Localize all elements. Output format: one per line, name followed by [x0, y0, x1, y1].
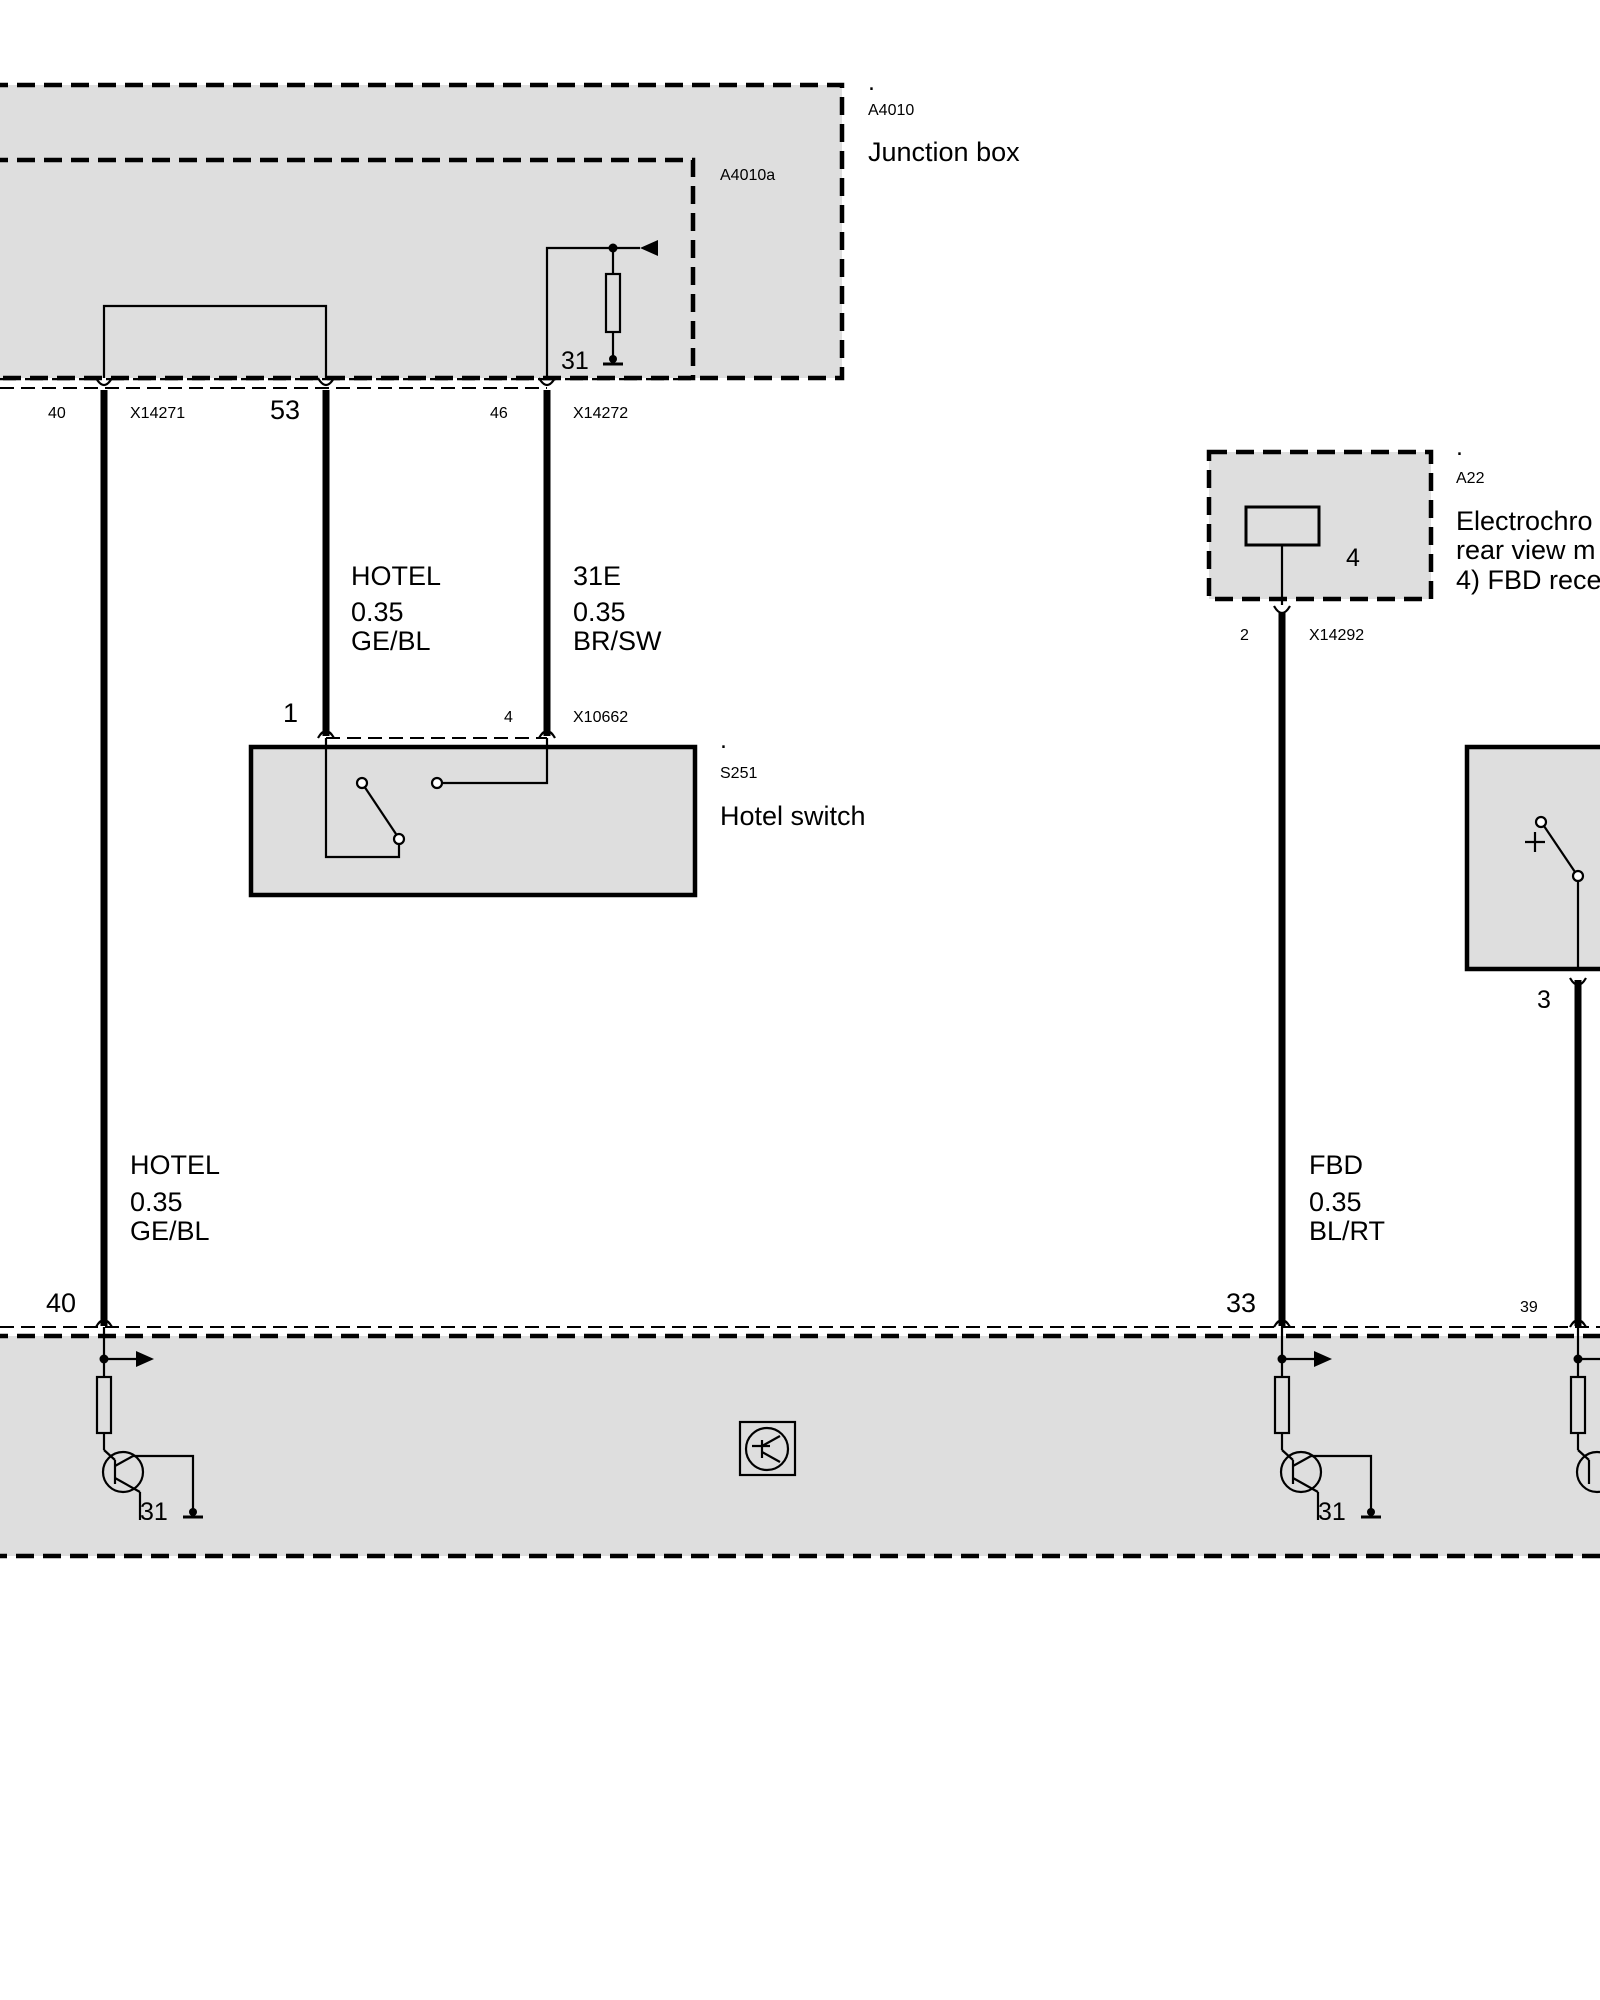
arrow-icon: [136, 1351, 154, 1367]
switch-lever-icon: [363, 785, 397, 835]
connector-pin-label: 4: [504, 709, 513, 726]
right-switch-pin-label: 3: [1537, 986, 1551, 1014]
arrow-icon: [1314, 1351, 1332, 1367]
control-unit-symbol-icon: [738, 1420, 797, 1477]
wire-size: 0.35: [573, 597, 626, 627]
module-symbol-circle: [744, 1426, 790, 1472]
bottom-pin-label: 39: [1520, 1299, 1538, 1316]
wire-signal: HOTEL: [130, 1150, 220, 1180]
pin-cup-icon: [1273, 605, 1291, 615]
switch-contact: [1534, 815, 1548, 829]
rear-view-mirror-a22: 4 . A22 Electrochro rear view m 4) FBD r…: [1206, 433, 1600, 644]
push-button-icon: [1525, 832, 1545, 852]
bottom-module-box: [0, 1333, 1600, 1559]
wire-color: GE/BL: [130, 1216, 210, 1246]
junction-box-a4010: . A4010 Junction box A4010a 31: [0, 68, 1020, 381]
mirror-id: A22: [1456, 470, 1485, 487]
pin-cup-icon: [538, 377, 556, 387]
hotel-switch-id: S251: [720, 765, 757, 782]
mirror-name-line-3: 4) FBD rece: [1456, 565, 1600, 595]
mirror-name-line-1: Electrochro: [1456, 506, 1593, 536]
wire-color: BR/SW: [573, 626, 662, 656]
junction-box-sub-id: A4010a: [720, 167, 775, 184]
connector-pin-label: 1: [283, 698, 298, 728]
junction-box-dot: .: [868, 68, 875, 96]
wire-label-hotel-lower: HOTEL 0.35 GE/BL: [130, 1150, 220, 1246]
pin-cup-icon: [1569, 1318, 1587, 1328]
connector-id-label: X14272: [573, 405, 628, 422]
ground-node: [609, 355, 617, 363]
switch-contact: [355, 776, 369, 790]
connector-pin-label: 40: [48, 405, 66, 422]
ground-node: [189, 1508, 197, 1516]
wire-signal: FBD: [1309, 1150, 1363, 1180]
right-switch-box: [1464, 744, 1600, 972]
transistor-icon: [1279, 1450, 1323, 1494]
junction-box-inner-a4010a: [0, 157, 696, 381]
junction-box-name: Junction box: [868, 137, 1020, 167]
wire-signal: 31E: [573, 561, 621, 591]
hotel-switch-s251: 1 4 X10662 . S251 Hotel switch: [248, 698, 866, 898]
bottom-pin-label: 33: [1226, 1288, 1256, 1318]
mirror-dot: .: [1456, 433, 1463, 461]
input-stage-middle: 31: [1273, 1327, 1381, 1526]
connector-pin-label: 46: [490, 405, 508, 422]
hotel-switch-box: [248, 744, 698, 898]
pin-cup-icon: [317, 729, 335, 739]
wire-size: 0.35: [130, 1187, 183, 1217]
connector-id-label: X10662: [573, 709, 628, 726]
hotel-switch-name: Hotel switch: [720, 801, 866, 831]
ground-node: [1367, 1508, 1375, 1516]
ground-label: 31: [140, 1498, 168, 1526]
pin-cup-icon: [317, 377, 335, 387]
pin-cup-icon: [1569, 977, 1587, 987]
wire-color: BL/RT: [1309, 1216, 1385, 1246]
arrow-icon: [640, 240, 658, 256]
transistor-icon: [1575, 1450, 1600, 1494]
switch-contact: [1571, 869, 1585, 883]
internal-pullup-network: 31: [545, 240, 658, 378]
connector-pin-label: 53: [270, 395, 300, 425]
wire-size: 0.35: [351, 597, 404, 627]
internal-wire: [545, 246, 613, 378]
junction-box-pins: [95, 377, 556, 387]
transistor-leads: [103, 1449, 195, 1512]
switch-contact: [430, 776, 444, 790]
ground-label: 31: [1318, 1498, 1346, 1526]
hotel-switch-dot: .: [720, 726, 727, 754]
wire-label-hotel-upper: HOTEL 0.35 GE/BL: [351, 561, 441, 656]
transistor-leads: [1281, 1449, 1373, 1512]
module-symbol-frame: [738, 1420, 797, 1477]
pin-cup-icon: [95, 377, 113, 387]
switch-internal-wire: [442, 738, 549, 785]
input-stage-right: [1569, 1327, 1600, 1494]
mirror-pin-label: 4: [1346, 544, 1360, 572]
connector-id-label: X14292: [1309, 627, 1364, 644]
wire-size: 0.35: [1309, 1187, 1362, 1217]
ground-label: 31: [561, 347, 589, 375]
switch-contact: [392, 832, 406, 846]
bottom-pin-label: 40: [46, 1288, 76, 1318]
transistor-leads: [1577, 1449, 1591, 1484]
wire-color: GE/BL: [351, 626, 431, 656]
pin-cup-icon: [538, 729, 556, 739]
input-stage-left: 31: [95, 1327, 203, 1526]
wire-label-31e: 31E 0.35 BR/SW: [573, 561, 662, 656]
connector-id-label: X14271: [130, 405, 185, 422]
pin-cup-icon: [95, 1318, 113, 1328]
transistor-icon: [101, 1450, 145, 1494]
connector-pin-label: 2: [1240, 627, 1249, 644]
internal-bridge-wire: [102, 304, 328, 378]
bottom-control-module: 40 33 39 31: [0, 1288, 1600, 1559]
right-switch: 3: [1464, 744, 1600, 1014]
switch-lever-icon: [1543, 825, 1576, 873]
mirror-name-line-2: rear view m: [1456, 535, 1596, 565]
module-symbol-transistor: [752, 1435, 781, 1463]
wire-signal: HOTEL: [351, 561, 441, 591]
wire-label-fbd: FBD 0.35 BL/RT: [1309, 1150, 1385, 1246]
pin-cup-icon: [1273, 1318, 1291, 1328]
switch-internal-wire: [324, 738, 401, 859]
junction-box-id: A4010: [868, 102, 914, 119]
